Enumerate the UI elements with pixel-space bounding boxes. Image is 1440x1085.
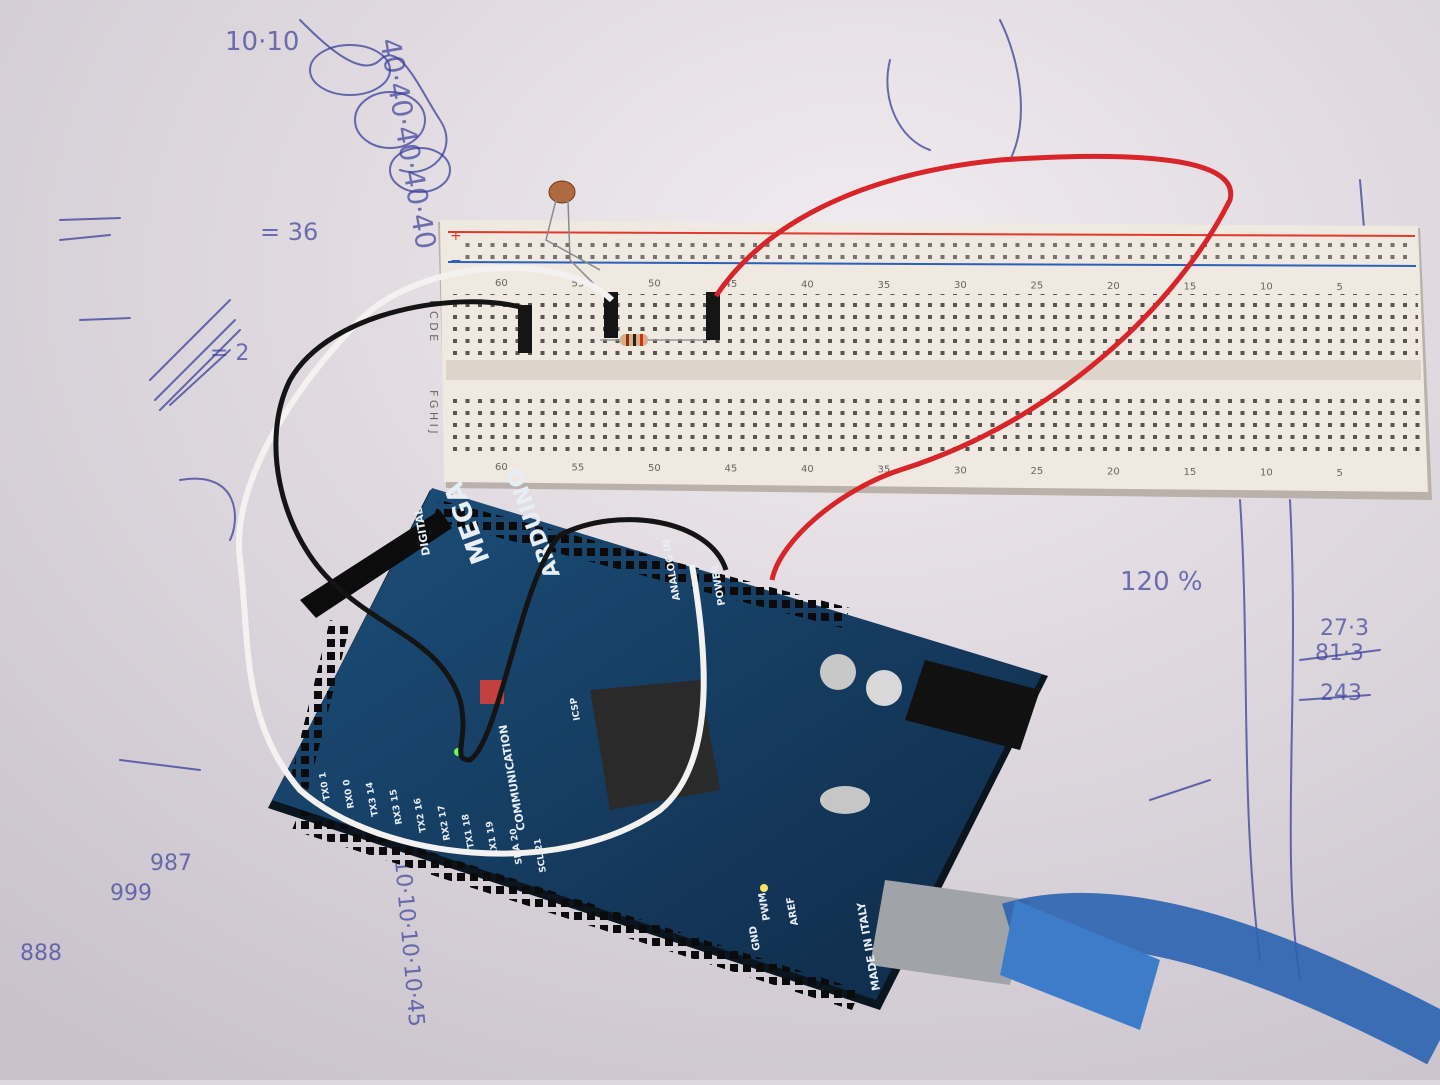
status-led (760, 884, 768, 892)
note-text: 987 (150, 851, 192, 876)
icsp-label: ICSP (569, 696, 583, 721)
pin-label: TX0 1 (318, 771, 333, 801)
column-number: 30 (954, 465, 967, 476)
row-letters-top: B C D E (427, 300, 440, 341)
usb-port (870, 880, 1030, 985)
rail-plus-label: + (450, 228, 462, 244)
row-letters-bottom: F G H I J (427, 390, 440, 434)
column-number: 60 (495, 278, 508, 289)
note-text: 999 (110, 881, 152, 906)
column-number: 50 (648, 279, 661, 290)
pin-header-left (300, 510, 452, 618)
white-wire (236, 265, 707, 857)
pin-header-side (290, 620, 350, 790)
black-wire (273, 299, 729, 763)
column-number: 40 (801, 279, 814, 290)
column-number: 60 (495, 462, 508, 473)
note-text: 10·10 (225, 27, 299, 57)
note-text: 888 (20, 941, 62, 966)
column-numbers-bottom: 60 55 50 45 40 35 30 25 20 15 10 5 (495, 462, 1343, 479)
red-wire (713, 153, 1234, 581)
note-text: 243 (1320, 681, 1362, 706)
column-number: 55 (572, 463, 585, 474)
jumper-header (518, 305, 532, 353)
column-number: 25 (1031, 281, 1044, 292)
column-number: 20 (1107, 466, 1120, 477)
column-numbers-top: 60 55 50 45 40 35 30 25 20 15 10 5 (495, 278, 1343, 293)
column-number: 40 (801, 464, 814, 475)
note-text: = 2 (210, 341, 249, 366)
column-number: 55 (572, 278, 585, 289)
column-number: 50 (648, 463, 661, 474)
jumper-header (604, 292, 618, 338)
power-jack (905, 660, 1040, 750)
column-number: 30 (954, 280, 967, 291)
arduino-mega-board: ARDUINO MEGA DIGITAL COMMUNICATION POWER… (268, 465, 1048, 1010)
capacitor (866, 670, 902, 706)
column-number: 35 (878, 280, 891, 291)
column-number: 25 (1031, 466, 1044, 477)
note-text: 27·3 (1320, 616, 1369, 641)
column-number: 10 (1260, 467, 1273, 478)
column-number: 15 (1184, 467, 1197, 478)
gnd-label: GND (748, 925, 763, 951)
column-number: 35 (878, 465, 891, 476)
crystal (820, 786, 870, 814)
jumper-header (706, 292, 720, 340)
column-number: 15 (1184, 281, 1197, 292)
aref-label: AREF (785, 896, 801, 927)
note-text: 120 % (1120, 567, 1203, 597)
capacitor (820, 654, 856, 690)
column-number: 5 (1337, 468, 1343, 479)
note-text: 81·3 (1315, 641, 1364, 666)
pwm-label: PWM (757, 892, 773, 922)
resistor (600, 334, 710, 346)
column-number: 5 (1337, 282, 1343, 293)
column-number: 20 (1107, 281, 1120, 292)
usb-plug (1000, 900, 1160, 1030)
pin-header-bottom (292, 810, 860, 1010)
column-number: 45 (725, 279, 738, 290)
column-number: 45 (725, 464, 738, 475)
pin-header-top (432, 500, 850, 628)
column-number: 10 (1260, 282, 1273, 293)
rail-minus-label: − (450, 253, 462, 269)
note-text: = 36 (260, 218, 318, 246)
